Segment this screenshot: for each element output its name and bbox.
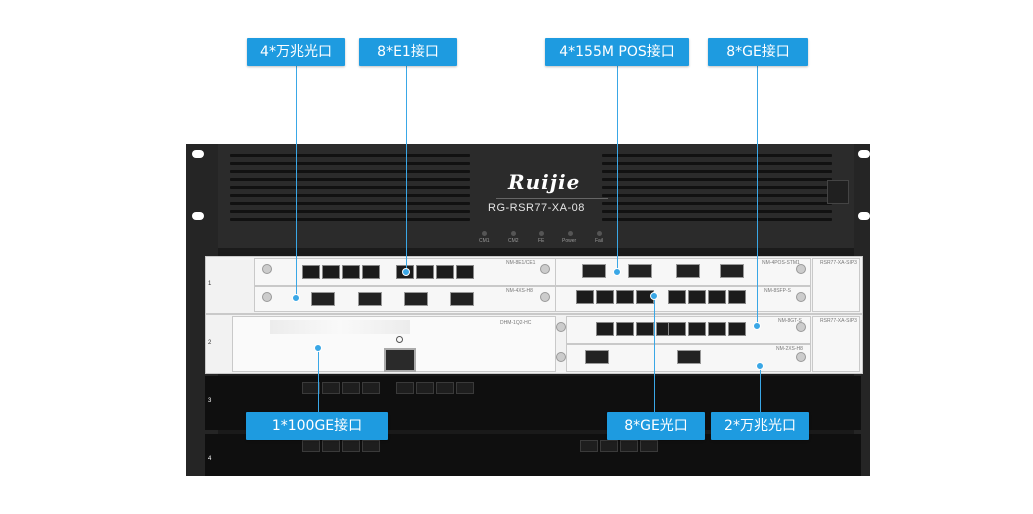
card-label: NM-8SFP-S: [764, 288, 791, 294]
rack-hole: [858, 150, 870, 158]
callout-marker: [314, 344, 322, 352]
led-label: Power: [562, 238, 577, 244]
card-label: DHM-1Q2-HC: [500, 320, 532, 326]
slot-number: 1: [208, 281, 212, 287]
slot2-side-panel: [812, 316, 860, 372]
rack-hole: [858, 212, 870, 220]
rack-hole: [192, 212, 204, 220]
led-label: Fail: [595, 238, 604, 244]
rack-hole: [192, 150, 204, 158]
slot1-side-panel: [812, 258, 860, 312]
led-label: CM2: [508, 238, 519, 244]
callout-marker: [756, 362, 764, 370]
callout-marker: [292, 294, 300, 302]
callout-8xge-optical: 8*GE光口: [607, 412, 705, 440]
callout-2x10g-optical: 2*万兆光口: [711, 412, 809, 440]
callout-8xge: 8*GE接口: [708, 38, 808, 66]
card-label: RSR77-XA-SIP3: [820, 318, 857, 324]
model-name: RG-RSR77-XA-08: [488, 202, 585, 214]
led-label: CM1: [479, 238, 490, 244]
callout-4x155m-pos: 4*155M POS接口: [545, 38, 689, 66]
callout-marker: [613, 268, 621, 276]
brand-logo: Ruijie: [508, 170, 581, 194]
card-label: NM-8GT-S: [778, 318, 802, 324]
card-label: NM-4POS-STM1: [762, 260, 800, 266]
slot-number: 3: [208, 398, 212, 404]
card-label: NM-4XS-H8: [506, 288, 533, 294]
callout-marker: [753, 322, 761, 330]
slot-number: 4: [208, 456, 212, 462]
callout-marker: [650, 292, 658, 300]
card-label: NM-8E1/CE1: [506, 260, 536, 266]
callout-4x10g-optical: 4*万兆光口: [247, 38, 345, 66]
led-label: FE: [538, 238, 545, 244]
callout-8xe1: 8*E1接口: [359, 38, 457, 66]
card-label: NM-2XS-H8: [776, 346, 803, 352]
callout-1x100ge: 1*100GE接口: [246, 412, 388, 440]
100ge-port: [384, 348, 416, 372]
slot-number: 2: [208, 340, 212, 346]
card-label: RSR77-XA-SIP3: [820, 260, 857, 266]
callout-marker: [402, 268, 410, 276]
